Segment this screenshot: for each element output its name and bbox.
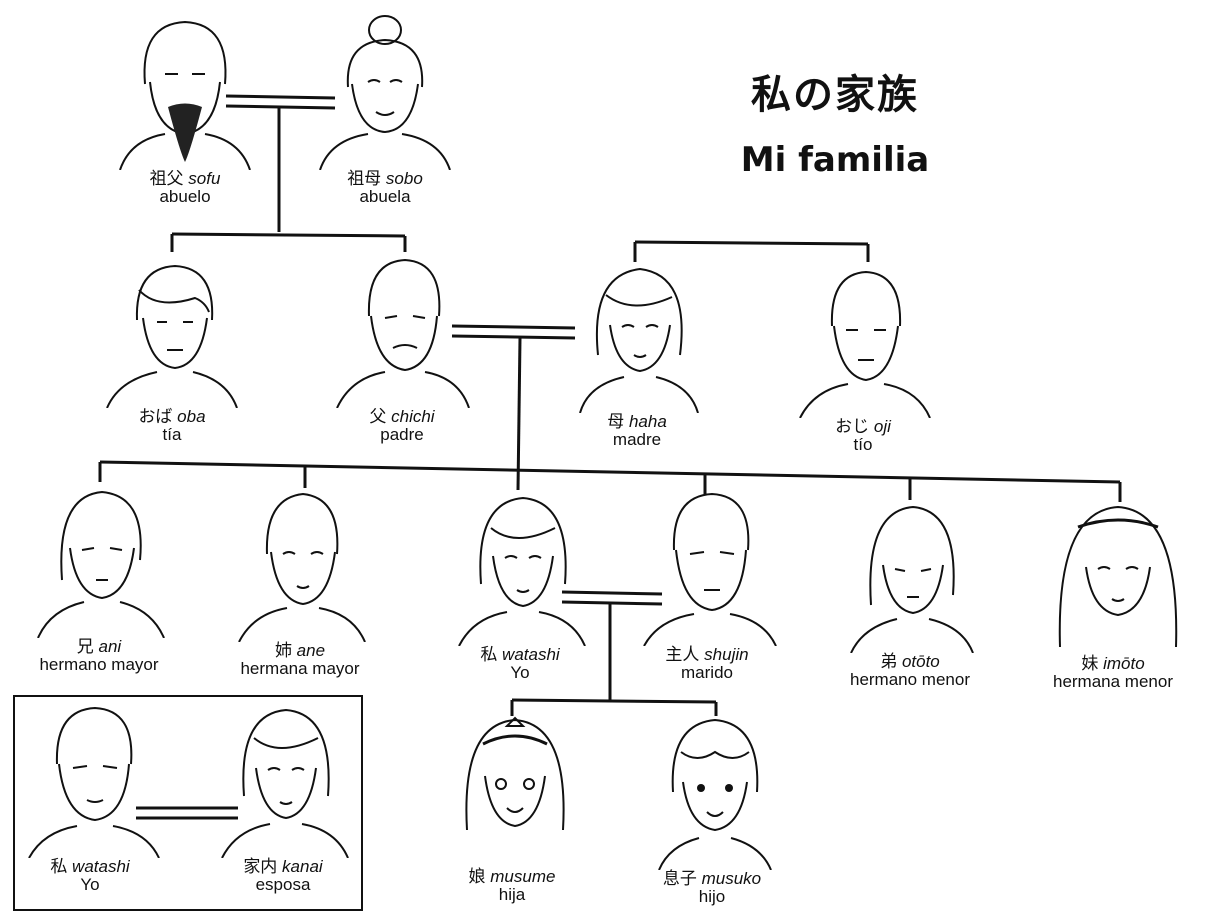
member-kanji: おば [138, 407, 173, 427]
member-kanji: 祖父 [149, 169, 184, 189]
member-romaji: oba [177, 407, 206, 426]
inset-kanai: 家内 kanai esposa [188, 700, 378, 893]
member-ane: 姉 ane hermana mayor [205, 484, 395, 677]
member-spanish: hermana mayor [240, 659, 360, 678]
title-japanese: 私の家族 [751, 72, 919, 118]
member-kanji: 家内 [243, 857, 278, 877]
son-portrait [658, 718, 772, 870]
member-sofu: 祖父 sofu abuelo [90, 12, 280, 205]
member-kanji: 姉 [274, 641, 292, 661]
member-romaji: imōto [1103, 654, 1145, 673]
member-spanish: tía [162, 425, 182, 444]
member-oji: おじ oji tío [768, 260, 958, 453]
member-romaji: ani [98, 637, 122, 656]
member-romaji: sofu [188, 169, 221, 188]
aunt-portrait [106, 264, 238, 408]
member-spanish: Yo [80, 875, 100, 894]
grandfather-portrait [119, 20, 251, 170]
member-romaji: haha [628, 412, 667, 431]
member-spanish: hija [498, 885, 526, 904]
member-spanish: tío [853, 435, 873, 454]
member-spanish: hermano mayor [39, 655, 159, 674]
member-romaji: musume [490, 867, 556, 886]
member-musume: 娘 musume hija [417, 710, 607, 903]
member-romaji: otōto [901, 652, 940, 671]
member-watashi: 私 watashi Yo [425, 488, 615, 681]
younger-sister-portrait [1058, 505, 1178, 648]
older-sister-portrait [238, 492, 366, 642]
member-spanish: hijo [698, 887, 726, 906]
member-kanji: 私 [50, 857, 68, 877]
uncle-portrait [799, 270, 931, 418]
wife-portrait [221, 708, 349, 858]
member-romaji: shujin [704, 645, 749, 664]
member-kanji: 息子 [662, 869, 697, 889]
member-romaji: chichi [391, 407, 435, 426]
younger-brother-portrait [850, 505, 974, 653]
member-kanji: 主人 [665, 645, 700, 665]
inset-box [13, 695, 363, 911]
member-imoto: 妹 imōto hermana menor [1018, 497, 1208, 690]
father-portrait [336, 258, 470, 408]
member-spanish: madre [612, 430, 662, 449]
member-kanji: 私 [480, 645, 498, 665]
member-kanji: 父 [369, 407, 387, 427]
member-romaji: oji [873, 417, 891, 436]
member-spanish: hermano menor [849, 670, 970, 689]
member-romaji: watashi [502, 645, 560, 664]
older-brother-portrait [37, 490, 165, 638]
member-spanish: Yo [510, 663, 530, 682]
member-spanish: hermana menor [1052, 672, 1173, 691]
member-musuko: 息子 musuko hijo [617, 712, 807, 905]
mother-portrait [579, 267, 699, 413]
member-spanish: marido [681, 663, 733, 682]
member-shujin: 主人 shujin marido [612, 488, 802, 681]
member-sobo: 祖母 sobo abuela [290, 12, 480, 205]
member-spanish: esposa [255, 875, 311, 894]
member-kanji: 妹 [1081, 654, 1099, 674]
title-spanish: Mi familia [740, 140, 930, 180]
member-romaji: musuko [701, 869, 762, 888]
self-portrait [458, 496, 586, 646]
inset-watashi: 私 watashi Yo [0, 700, 185, 893]
member-romaji: kanai [282, 857, 323, 876]
member-spanish: padre [380, 425, 424, 444]
member-oba: おば oba tía [77, 250, 267, 443]
self-male-portrait [28, 706, 160, 858]
member-kanji: 兄 [76, 637, 94, 657]
member-kanji: 祖母 [347, 169, 382, 189]
member-spanish: abuela [359, 187, 411, 206]
member-spanish: abuelo [159, 187, 211, 206]
member-kanji: おじ [835, 417, 870, 437]
member-ani: 兄 ani hermano mayor [4, 480, 194, 673]
daughter-portrait [465, 716, 565, 831]
grandmother-portrait [319, 15, 451, 170]
member-romaji: watashi [72, 857, 130, 876]
member-ototo: 弟 otōto hermano menor [815, 495, 1005, 688]
husband-portrait [643, 492, 777, 646]
member-haha: 母 haha madre [542, 255, 732, 448]
member-romaji: ane [296, 641, 326, 660]
member-kanji: 弟 [880, 652, 898, 672]
member-kanji: 娘 [468, 867, 486, 887]
member-romaji: sobo [385, 169, 423, 188]
member-kanji: 母 [607, 412, 625, 432]
member-chichi: 父 chichi padre [307, 250, 497, 443]
